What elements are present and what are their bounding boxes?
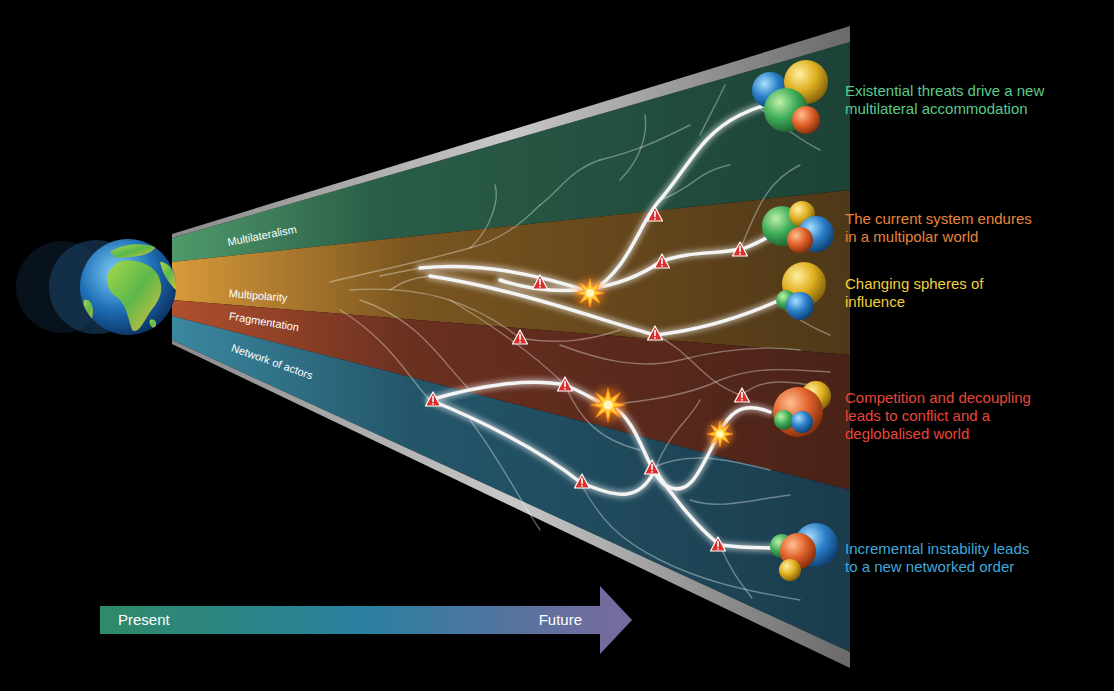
future-paths — [420, 100, 790, 548]
conflict-bursts — [575, 278, 734, 448]
scenario-label: Existential threats drive a new multilat… — [845, 82, 1045, 118]
globe-sphere — [773, 387, 823, 437]
branch-line — [350, 289, 520, 338]
warning-icon — [426, 392, 441, 406]
timeline-label: Present — [118, 611, 170, 629]
scenario-label: Incremental instability leads to a new n… — [845, 540, 1045, 576]
future-path — [430, 276, 780, 335]
future-path — [420, 100, 790, 292]
continent — [160, 262, 176, 290]
branch-line — [655, 335, 740, 395]
outcome-globes — [752, 60, 838, 581]
future-bands — [172, 26, 850, 668]
timeline-arrow: Present Future — [100, 586, 632, 654]
globe — [80, 239, 176, 335]
scenario-label: Changing spheres of influence — [845, 275, 1045, 311]
branch-line — [720, 545, 752, 598]
globe-sphere — [792, 106, 820, 134]
branch-line — [520, 330, 620, 341]
branch-line — [340, 310, 430, 400]
conflict-burst — [707, 421, 734, 448]
branch-line — [390, 276, 430, 290]
path-glow — [420, 100, 790, 548]
globe-sphere — [779, 559, 801, 581]
globe-sphere — [791, 411, 813, 433]
funnel-rim — [172, 26, 850, 238]
arrow-text-row: Present Future — [118, 606, 582, 634]
continent — [107, 261, 161, 331]
warning-icons — [426, 207, 750, 551]
globe-cluster — [776, 262, 826, 320]
conflict-burst — [591, 388, 626, 423]
globe-sphere — [774, 410, 794, 430]
continent — [110, 244, 156, 258]
branch-line — [360, 300, 470, 390]
warning-icon — [513, 330, 528, 344]
branch-lines — [330, 85, 830, 600]
warning-icon — [711, 537, 726, 551]
branch-line — [690, 495, 790, 504]
continent — [83, 300, 92, 324]
globe-cluster — [762, 201, 834, 253]
globe-cluster — [773, 381, 831, 437]
warning-icon — [648, 326, 663, 340]
warning-icon — [655, 254, 670, 268]
branch-line — [450, 300, 565, 385]
future-path — [500, 228, 788, 290]
globe-cluster — [770, 523, 838, 581]
globe-sphere — [786, 292, 814, 320]
warning-icon — [645, 460, 660, 474]
timeline-label: Future — [539, 611, 582, 629]
branch-line — [560, 345, 800, 364]
branch-line — [470, 185, 496, 248]
warning-icon — [733, 242, 748, 256]
future-path — [430, 382, 770, 489]
branch-line — [655, 400, 700, 470]
branch-line — [580, 482, 800, 600]
future-path — [430, 400, 778, 548]
globe-cluster — [752, 60, 828, 134]
branch-line — [380, 268, 420, 276]
warning-icon — [735, 388, 750, 402]
continent — [150, 320, 156, 328]
branch-line — [652, 458, 770, 470]
continents — [83, 244, 176, 331]
scenario-label: Competition and decoupling leads to conf… — [845, 389, 1045, 443]
arrow-body — [100, 586, 632, 654]
warning-icon — [533, 275, 548, 289]
conflict-burst — [575, 278, 605, 308]
warning-icon — [648, 207, 663, 221]
warning-icon — [575, 474, 590, 488]
warning-icon — [558, 377, 573, 391]
branch-line — [620, 115, 646, 180]
network-band — [172, 316, 850, 652]
branch-line — [540, 160, 600, 205]
present-globe — [16, 239, 176, 335]
globe-sphere — [787, 227, 813, 253]
scenario-label: The current system endures in a multipol… — [845, 210, 1045, 246]
